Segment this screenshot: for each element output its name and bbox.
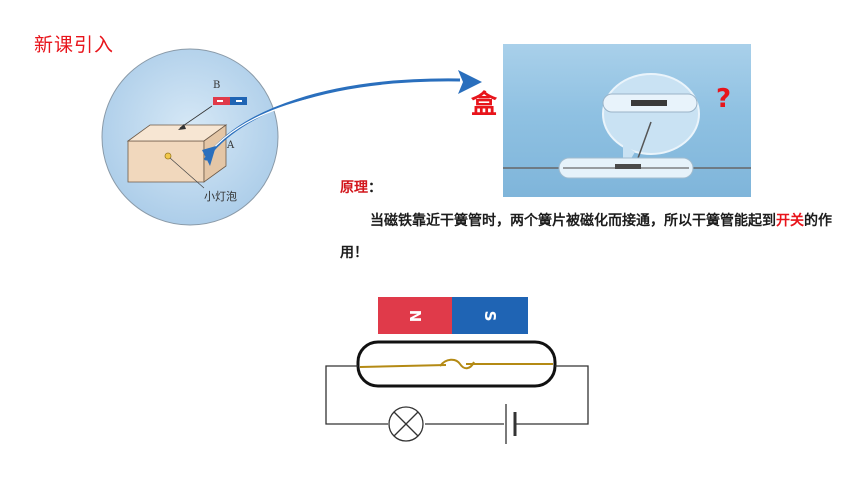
principle-heading: 原理： xyxy=(340,177,382,197)
connector-arrow xyxy=(203,78,461,161)
photo-headline-left: 盒 xyxy=(471,90,498,120)
label-b: B xyxy=(213,80,220,91)
label-a: A xyxy=(226,140,235,151)
circuit-wire xyxy=(325,365,388,425)
slide-title: 新课引入 xyxy=(34,34,115,56)
magnet-south-pole: S xyxy=(452,297,528,334)
bulb-label: 小灯泡 xyxy=(204,189,237,203)
reed-tube xyxy=(356,340,557,388)
connector-arrow-head xyxy=(458,70,482,94)
wooden-box xyxy=(126,124,228,183)
circuit-wire-right xyxy=(516,365,589,425)
connector-arrow-inner xyxy=(209,83,461,153)
photo-headline-right: ? xyxy=(716,84,732,114)
principle-text-before: 当磁铁靠近干簧管时，两个簧片被磁化而接通，所以干簧管能起到 xyxy=(370,213,776,229)
magnet-pointer-head xyxy=(178,124,186,130)
principle-highlight-switch: 开关 xyxy=(776,213,804,229)
lamp-icon xyxy=(388,406,424,442)
magnet-north-pole: N xyxy=(378,297,452,334)
principle-label: 原理 xyxy=(340,180,368,196)
reed-blade-left xyxy=(359,364,447,368)
reed-switch-photo xyxy=(503,44,751,197)
magnified-contact xyxy=(631,100,667,106)
reed-switch-photo-drawing xyxy=(503,73,751,179)
reed-contact-curl xyxy=(439,358,475,370)
magnet-pointer xyxy=(179,105,213,129)
bulb-icon xyxy=(164,152,172,160)
reed-contact xyxy=(615,164,641,169)
connector-arrow-tail xyxy=(202,146,216,166)
bulb-pointer xyxy=(169,157,205,189)
small-magnet-icon xyxy=(213,97,247,105)
principle-text: 当磁铁靠近干簧管时，两个簧片被磁化而接通，所以干簧管能起到开关的作用！ xyxy=(340,205,840,269)
battery-icon xyxy=(505,404,517,444)
principle-colon: ： xyxy=(368,180,382,196)
principle-text-after: 的作用！ xyxy=(340,213,832,261)
